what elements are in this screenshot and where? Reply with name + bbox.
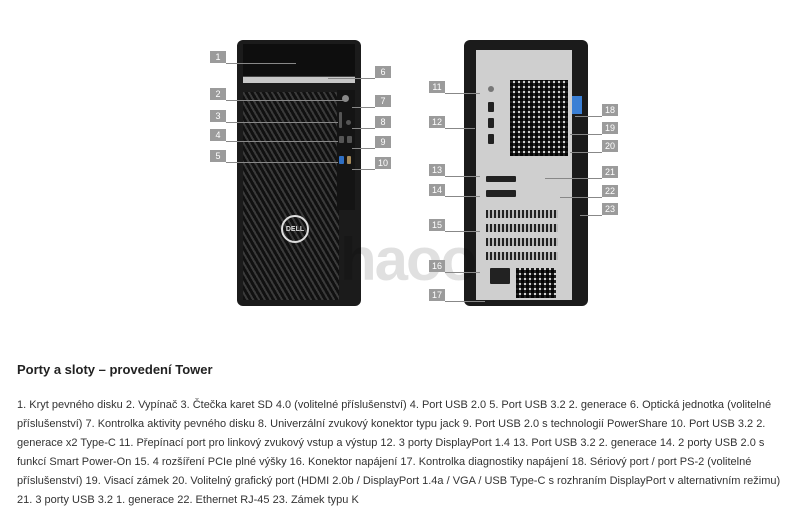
callout-3: 3 [210, 110, 226, 122]
section-title: Porty a sloty – provedení Tower [17, 362, 213, 377]
displayport [488, 134, 494, 144]
optical-drive-bay [243, 44, 355, 77]
callout-2: 2 [210, 88, 226, 100]
callout-6: 6 [375, 66, 391, 78]
callout-22: 22 [602, 185, 618, 197]
callout-20: 20 [602, 140, 618, 152]
callout-16: 16 [429, 260, 445, 272]
audio-port [488, 86, 494, 92]
callout-13: 13 [429, 164, 445, 176]
power-connector [490, 268, 510, 284]
callout-14: 14 [429, 184, 445, 196]
rear-panel [476, 50, 572, 300]
usb-c-port [347, 156, 351, 164]
callout-5: 5 [210, 150, 226, 162]
callout-11: 11 [429, 81, 445, 93]
callout-1: 1 [210, 51, 226, 63]
displayport [488, 118, 494, 128]
callout-17: 17 [429, 289, 445, 301]
watermark: haoo [340, 226, 477, 293]
audio-jack [346, 120, 351, 125]
ports-description: 1. Kryt pevného disku 2. Vypínač 3. Čteč… [17, 399, 781, 506]
callout-9: 9 [375, 136, 391, 148]
callout-18: 18 [602, 104, 618, 116]
callout-19: 19 [602, 122, 618, 134]
dell-logo: DELL [281, 215, 309, 243]
callout-12: 12 [429, 116, 445, 128]
power-button-icon [342, 95, 349, 102]
usb-port [347, 136, 352, 143]
front-view-tower: DELL [237, 40, 361, 306]
fan-vent [510, 80, 568, 156]
pcie-slot [486, 252, 558, 260]
serial-port-module [572, 96, 582, 114]
callout-21: 21 [602, 166, 618, 178]
callout-8: 8 [375, 116, 391, 128]
pcie-slot [486, 238, 558, 246]
callout-4: 4 [210, 129, 226, 141]
usb-port [339, 136, 344, 143]
model-badge [243, 77, 355, 83]
pcie-slot [486, 224, 558, 232]
usb-ports-row [486, 176, 516, 182]
displayport [488, 102, 494, 112]
callout-23: 23 [602, 203, 618, 215]
pcie-slot [486, 210, 558, 218]
callout-10: 10 [375, 157, 391, 169]
callout-15: 15 [429, 219, 445, 231]
psu-vent [516, 268, 556, 298]
sd-card-slot [339, 112, 342, 128]
front-io-panel [337, 90, 355, 210]
front-grille [243, 92, 339, 300]
usb-ethernet-row [486, 190, 516, 197]
rear-view-tower [464, 40, 588, 306]
callout-7: 7 [375, 95, 391, 107]
usb-port-blue [339, 156, 344, 164]
